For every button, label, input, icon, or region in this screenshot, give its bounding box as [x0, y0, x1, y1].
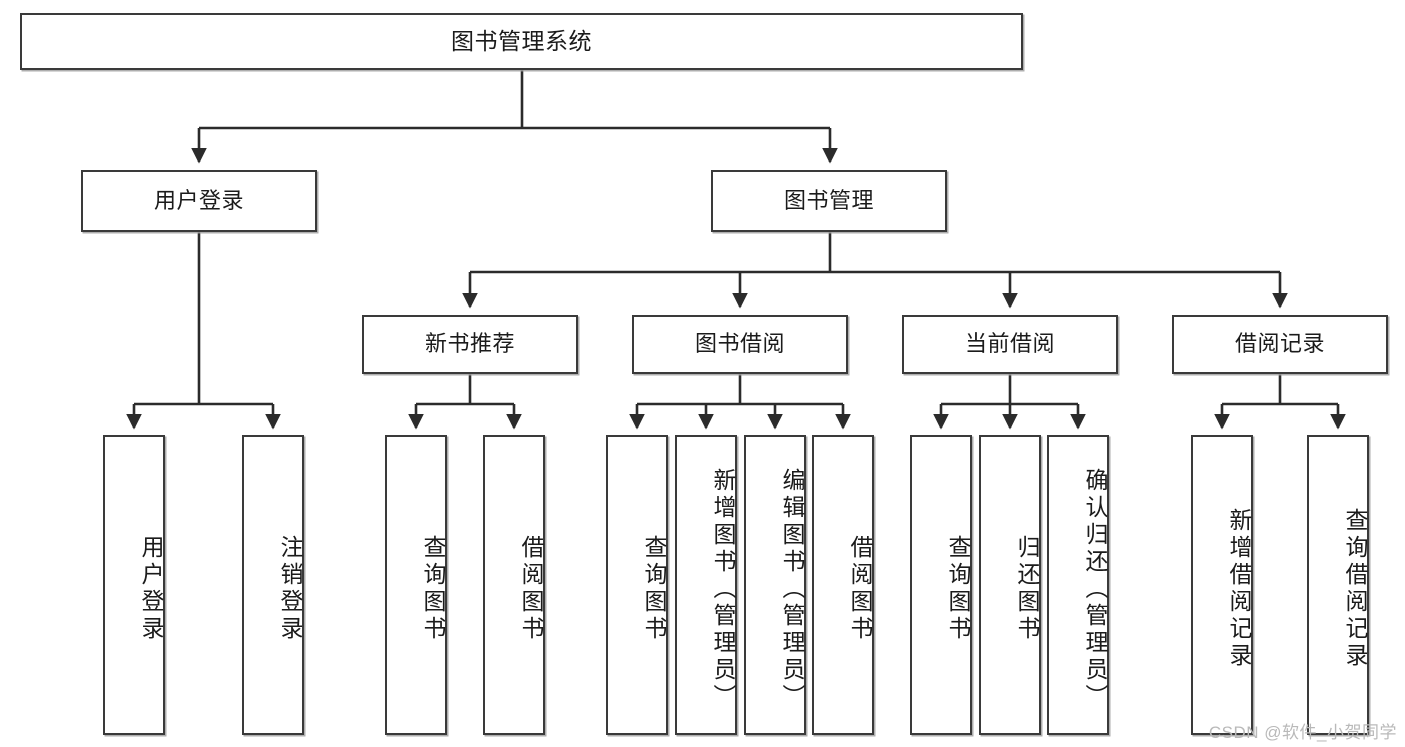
leaf-edit-book[interactable]: 编辑图书（管理员） — [744, 435, 806, 735]
leaf-return-book-label: 归还图书 — [1014, 535, 1040, 643]
node-new-book-recommend[interactable]: 新书推荐 — [362, 315, 578, 374]
watermark-text: CSDN @软件_小贺同学 — [1208, 723, 1397, 742]
leaf-add-borrow-record-label: 新增借阅记录 — [1226, 508, 1252, 670]
node-book-management-label: 图书管理 — [783, 187, 874, 213]
node-current-borrow-label: 当前借阅 — [964, 331, 1055, 357]
leaf-add-book-label: 新增图书（管理员） — [710, 467, 736, 711]
leaf-borrow-book-2[interactable]: 借阅图书 — [812, 435, 874, 735]
node-root-label: 图书管理系统 — [451, 27, 592, 54]
node-book-borrow-label: 图书借阅 — [694, 331, 785, 357]
leaf-add-borrow-record[interactable]: 新增借阅记录 — [1191, 435, 1253, 735]
leaf-query-book-2-label: 查询图书 — [641, 535, 667, 643]
node-borrow-record-label: 借阅记录 — [1234, 331, 1325, 357]
node-book-management[interactable]: 图书管理 — [711, 170, 947, 232]
node-new-book-recommend-label: 新书推荐 — [424, 331, 515, 357]
leaf-user-login-label: 用户登录 — [138, 535, 164, 643]
leaf-borrow-book-1-label: 借阅图书 — [518, 535, 544, 643]
leaf-query-book-3[interactable]: 查询图书 — [910, 435, 972, 735]
leaf-query-borrow-record-label: 查询借阅记录 — [1342, 508, 1368, 670]
node-book-borrow[interactable]: 图书借阅 — [632, 315, 848, 374]
node-current-borrow[interactable]: 当前借阅 — [902, 315, 1118, 374]
leaf-confirm-return[interactable]: 确认归还（管理员） — [1047, 435, 1109, 735]
leaf-query-borrow-record[interactable]: 查询借阅记录 — [1307, 435, 1369, 735]
leaf-add-book[interactable]: 新增图书（管理员） — [675, 435, 737, 735]
node-borrow-record[interactable]: 借阅记录 — [1172, 315, 1388, 374]
node-user-login-label: 用户登录 — [153, 187, 244, 213]
leaf-return-book[interactable]: 归还图书 — [979, 435, 1041, 735]
leaf-borrow-book-2-label: 借阅图书 — [847, 535, 873, 643]
leaf-logout-login-label: 注销登录 — [277, 535, 303, 643]
leaf-confirm-return-label: 确认归还（管理员） — [1082, 467, 1108, 711]
leaf-borrow-book-1[interactable]: 借阅图书 — [483, 435, 545, 735]
leaf-query-book-2[interactable]: 查询图书 — [606, 435, 668, 735]
leaf-query-book-1[interactable]: 查询图书 — [385, 435, 447, 735]
leaf-query-book-1-label: 查询图书 — [420, 535, 446, 643]
leaf-logout-login[interactable]: 注销登录 — [242, 435, 304, 735]
node-user-login[interactable]: 用户登录 — [81, 170, 317, 232]
node-root-system[interactable]: 图书管理系统 — [20, 13, 1023, 70]
leaf-query-book-3-label: 查询图书 — [945, 535, 971, 643]
leaf-user-login[interactable]: 用户登录 — [103, 435, 165, 735]
leaf-edit-book-label: 编辑图书（管理员） — [779, 467, 805, 711]
